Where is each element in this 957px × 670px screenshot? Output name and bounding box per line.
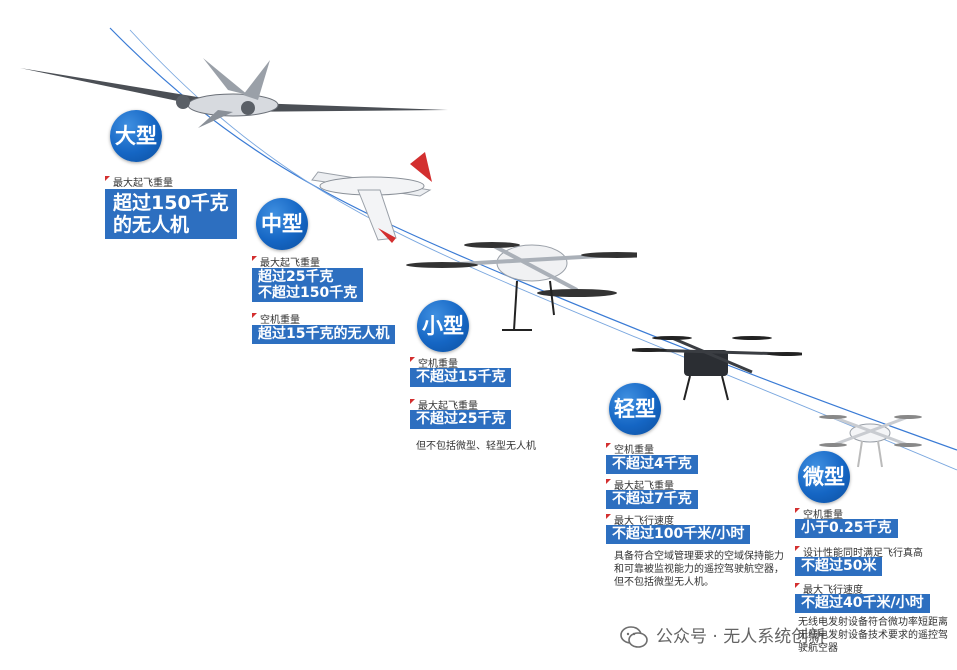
quadcopter-drone xyxy=(406,242,637,331)
category-badge-small: 小型 xyxy=(417,300,469,352)
value-medium-empty-weight: 超过15千克的无人机 xyxy=(252,325,396,344)
label-medium-takeoff-weight: 最大起飞重量 xyxy=(252,254,320,269)
vtol-drone xyxy=(311,152,432,243)
value-micro-empty-weight: 小于0.25千克 xyxy=(795,519,898,538)
fixed-wing-drone xyxy=(20,58,448,128)
wechat-icon xyxy=(620,626,648,648)
label-light-takeoff-weight: 最大起飞重量 xyxy=(606,477,674,492)
label-micro-max-speed: 最大飞行速度 xyxy=(795,581,863,596)
value-light-empty-weight: 不超过4千克 xyxy=(606,455,698,474)
label-medium-empty-weight: 空机重量 xyxy=(252,311,300,326)
label-small-takeoff-weight: 最大起飞重量 xyxy=(410,397,478,412)
note-light: 具备符合空域管理要求的空域保持能力和可靠被监视能力的遥控驾驶航空器，但不包括微型… xyxy=(614,551,784,588)
hexacopter-drone xyxy=(632,336,802,401)
category-badge-large: 大型 xyxy=(110,110,162,162)
category-badge-micro: 微型 xyxy=(798,451,850,503)
category-badge-medium: 中型 xyxy=(256,198,308,250)
note-small: 但不包括微型、轻型无人机 xyxy=(416,441,536,452)
label-light-empty-weight: 空机重量 xyxy=(606,441,654,456)
category-badge-light: 轻型 xyxy=(609,383,661,435)
value-small-takeoff-weight: 不超过25千克 xyxy=(410,410,512,429)
label-micro-flight-height: 设计性能同时满足飞行真高 xyxy=(795,544,923,559)
label-light-max-speed: 最大飞行速度 xyxy=(606,512,674,527)
label-large-takeoff-weight: 最大起飞重量 xyxy=(105,174,173,189)
watermark: 公众号 · 无人系统创新 xyxy=(620,622,825,649)
value-medium-takeoff-weight: 超过25千克 不超过150千克 xyxy=(252,268,364,302)
label-small-empty-weight: 空机重量 xyxy=(410,355,458,370)
value-micro-flight-height: 不超过50米 xyxy=(795,557,883,576)
value-large-takeoff-weight: 超过150千克 的无人机 xyxy=(105,189,237,239)
label-micro-empty-weight: 空机重量 xyxy=(795,506,843,521)
value-light-takeoff-weight: 不超过7千克 xyxy=(606,490,698,509)
value-micro-max-speed: 不超过40千米/小时 xyxy=(795,594,930,613)
note-micro: 无线电发射设备符合微功率短距离无线电发射设备技术要求的遥控驾驶航空器 xyxy=(798,617,948,654)
value-small-empty-weight: 不超过15千克 xyxy=(410,368,512,387)
value-light-max-speed: 不超过100千米/小时 xyxy=(606,525,751,544)
mini-quadcopter-drone xyxy=(819,415,922,468)
watermark-text: 公众号 · 无人系统创新 xyxy=(656,627,826,647)
